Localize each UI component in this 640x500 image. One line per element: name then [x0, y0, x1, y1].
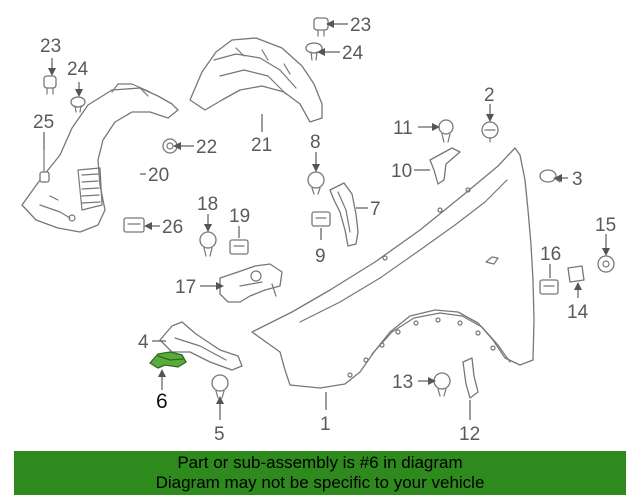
callout-10: 10: [391, 161, 412, 182]
callout-22: 22: [196, 137, 217, 158]
screw-2: [481, 121, 499, 143]
callout-18: 18: [197, 194, 218, 215]
screw-8: [307, 171, 325, 195]
screw-15: [597, 255, 615, 273]
bracket-12: [462, 357, 479, 399]
callout-25: 25: [33, 112, 54, 133]
footer-line-part-info: Part or sub-assembly is #6 in diagram: [177, 453, 463, 472]
callout-26: 26: [162, 217, 183, 238]
callout-24-top: 24: [342, 43, 364, 64]
callout-19: 19: [229, 206, 250, 227]
fender-liner-front: [21, 83, 179, 233]
parts-diagram: 23 24 23 24 25 22 21 20 26 2 11 10 3 8 7…: [21, 15, 616, 445]
clip-24-left: [70, 96, 86, 113]
clip-23-left: [43, 75, 57, 95]
fender-panel: [251, 147, 535, 389]
nut-9: [311, 211, 331, 227]
bracket-7: [329, 182, 359, 247]
callout-24-left: 24: [67, 59, 89, 80]
clip-11: [438, 119, 454, 143]
clip-3: [539, 169, 561, 183]
callout-23-left: 23: [40, 36, 61, 57]
footer-banner: Part or sub-assembly is #6 in diagram Di…: [14, 451, 626, 495]
callout-5: 5: [214, 424, 225, 445]
callout-7: 7: [370, 199, 381, 220]
nut-22: [162, 138, 178, 154]
footer-line-disclaimer: Diagram may not be specific to your vehi…: [155, 473, 485, 492]
clip-14: [567, 265, 585, 283]
callout-1: 1: [320, 414, 331, 435]
fasteners: [39, 17, 615, 399]
leader-lines: [43, 20, 610, 420]
callout-2: 2: [484, 85, 495, 106]
screw-13: [433, 372, 451, 397]
bracket-17: [219, 263, 283, 303]
callout-15: 15: [595, 215, 616, 236]
fender-liner-rear: [189, 37, 323, 123]
callout-6-highlighted: 6: [156, 390, 168, 413]
clip-24-top: [305, 42, 323, 61]
bracket-10: [429, 147, 461, 185]
callout-labels: 23 24 23 24 25 22 21 20 26 2 11 10 3 8 7…: [33, 15, 616, 445]
clip-23-top: [313, 17, 329, 37]
callout-12: 12: [459, 424, 480, 445]
callout-16: 16: [540, 244, 561, 265]
callout-3: 3: [572, 169, 583, 190]
callout-4: 4: [138, 332, 149, 353]
fender-bracket: [159, 321, 243, 371]
callout-11: 11: [393, 118, 413, 139]
callout-23-top: 23: [350, 15, 371, 36]
screw-5: [211, 374, 229, 399]
callout-8: 8: [310, 132, 321, 153]
clip-26: [123, 217, 145, 233]
callout-17: 17: [175, 277, 196, 298]
callout-21: 21: [251, 135, 272, 156]
callout-20: 20: [148, 165, 169, 186]
callout-9: 9: [315, 246, 326, 267]
screw-18: [199, 231, 217, 257]
nut-19: [229, 239, 249, 255]
callout-13: 13: [392, 372, 413, 393]
bolt-25: [39, 149, 50, 183]
callout-14: 14: [567, 302, 589, 323]
nut-16: [539, 279, 559, 295]
highlighted-part-6: [149, 351, 187, 369]
